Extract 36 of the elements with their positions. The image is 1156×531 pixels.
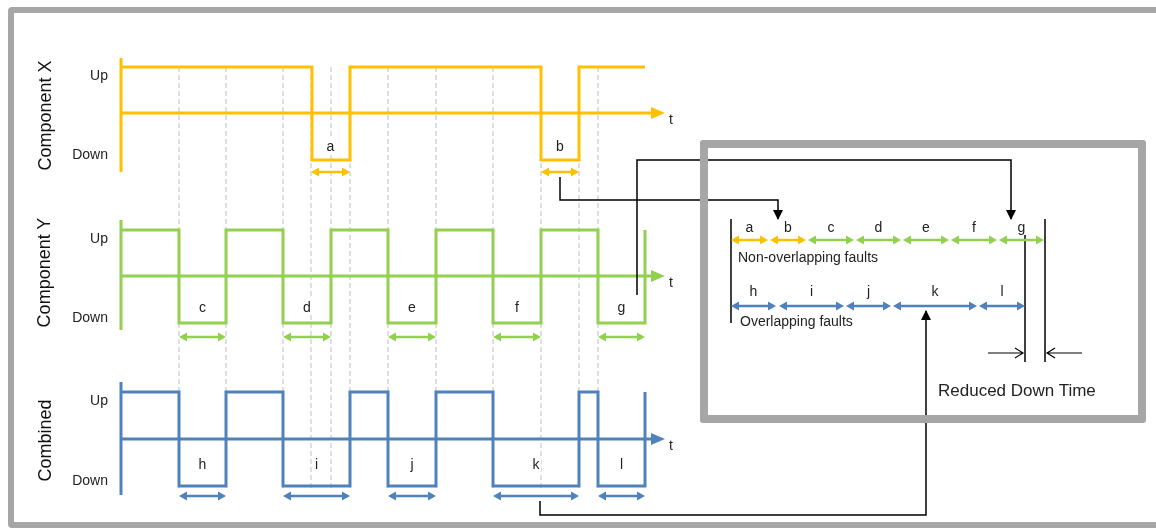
row-title: Component X bbox=[33, 59, 56, 171]
interval-label: f bbox=[971, 219, 977, 235]
interval-label: l bbox=[999, 283, 1005, 299]
axis-label: t bbox=[669, 111, 673, 127]
axis-label: t bbox=[669, 437, 673, 453]
interval-label: i bbox=[313, 456, 320, 472]
axis-label: t bbox=[669, 274, 673, 290]
interval-label: h bbox=[197, 456, 208, 472]
connector-arrow bbox=[539, 310, 931, 516]
interval-label: j bbox=[865, 283, 872, 299]
level-label: Down bbox=[71, 472, 108, 488]
interval-label: h bbox=[748, 283, 759, 299]
interval-label: l bbox=[618, 456, 625, 472]
row-title: Combined bbox=[33, 399, 56, 481]
level-label: Down bbox=[71, 309, 108, 325]
interval-label: b bbox=[783, 219, 793, 235]
interval-label: j bbox=[409, 456, 415, 472]
level-label: Up bbox=[89, 67, 108, 83]
connector-arrow bbox=[636, 159, 1016, 296]
interval-label: b bbox=[555, 138, 565, 154]
connector-arrow bbox=[559, 176, 783, 220]
series-caption: Non-overlapping faults bbox=[738, 249, 879, 267]
interval-label: k bbox=[930, 283, 940, 299]
interval-label: i bbox=[808, 283, 815, 299]
series-caption: Overlapping faults bbox=[740, 313, 853, 331]
interval-label: d bbox=[873, 219, 884, 235]
row-title: Component Y bbox=[33, 217, 56, 327]
interval-label: g bbox=[1016, 219, 1027, 235]
interval-label: k bbox=[531, 456, 541, 472]
summary-panel bbox=[700, 140, 1146, 423]
interval-label: d bbox=[302, 299, 312, 315]
interval-label: a bbox=[325, 138, 336, 154]
interval-label: f bbox=[514, 299, 520, 315]
level-label: Up bbox=[89, 230, 108, 246]
level-label: Down bbox=[71, 146, 108, 162]
level-label: Up bbox=[89, 392, 108, 408]
